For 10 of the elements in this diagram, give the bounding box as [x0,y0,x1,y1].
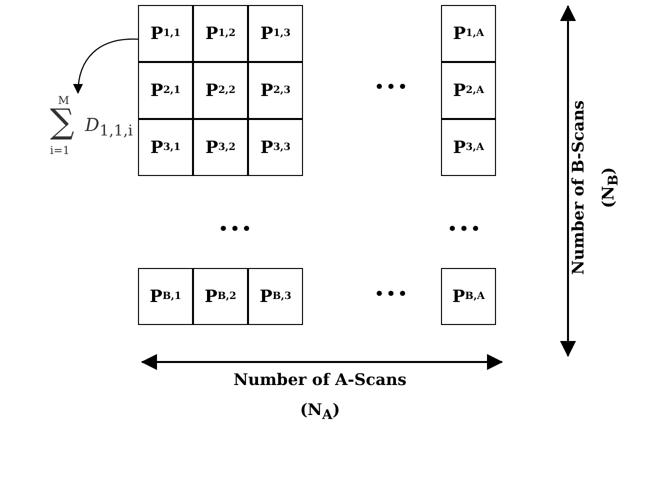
summation-sign: ∑ [50,105,74,139]
lower-limit: i=1 [50,145,70,156]
ellipsis: ••• [447,219,482,240]
ellipsis: ••• [374,284,409,305]
curved-arrow [73,38,138,94]
upper-limit: M [58,95,70,106]
ellipsis: ••• [218,219,253,240]
summand: D$_{1,1,i}$ [85,117,133,139]
ellipsis: ••• [374,77,409,98]
axis-label: Number of A-Scans (N$_{A}$) [232,369,408,426]
